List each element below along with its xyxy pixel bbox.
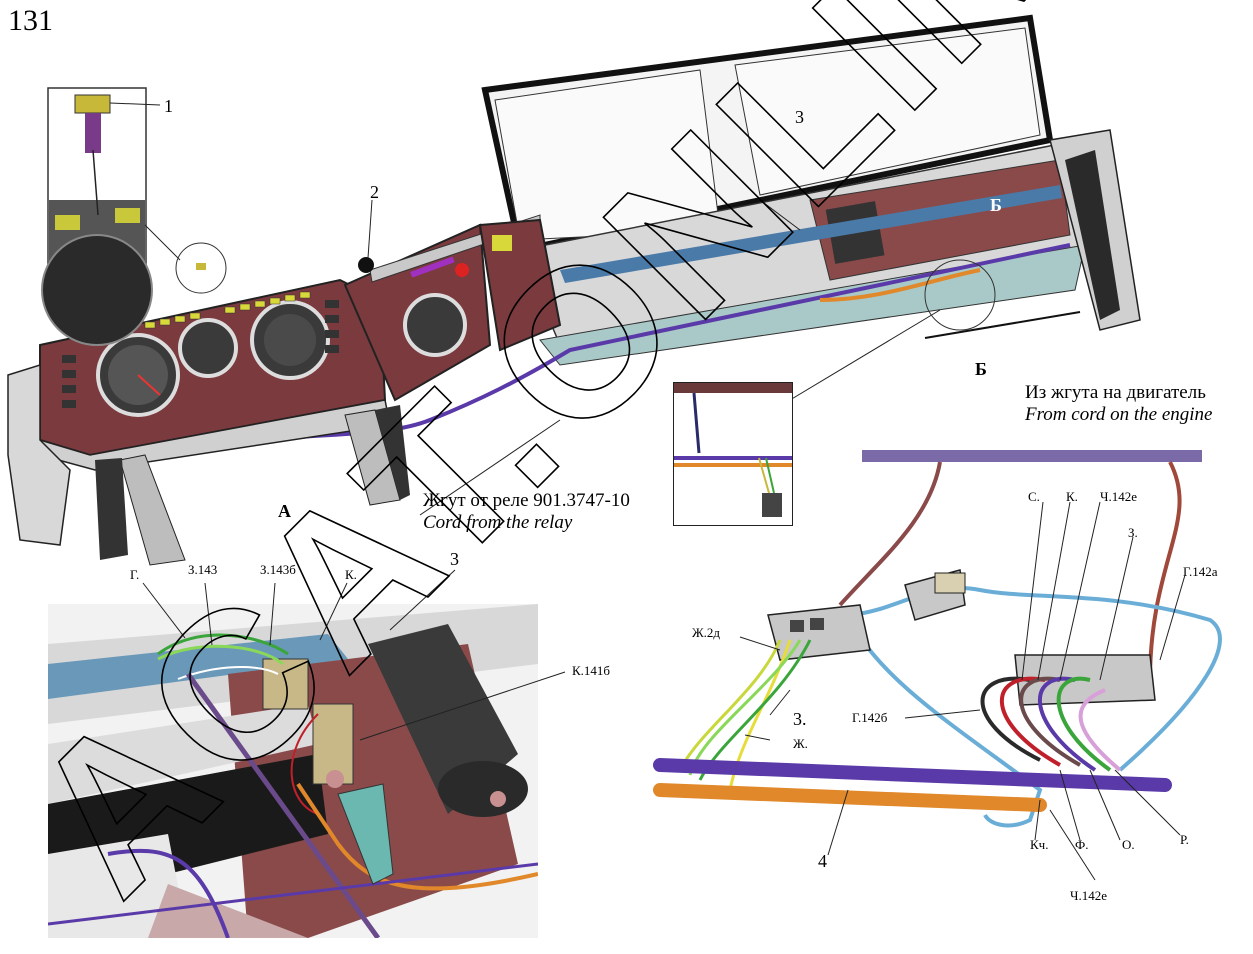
view-a-label-k: К. [345, 567, 357, 582]
engine-caption-ru: Из жгута на двигатель [1025, 382, 1206, 403]
view-b-label-z: З. [1128, 525, 1138, 540]
view-b-label: Б [975, 359, 987, 379]
engine-caption-en: From cord on the engine [1025, 403, 1213, 425]
engine-caption: Из жгута на двигатель From cord on the e… [1025, 382, 1213, 426]
view-a-detail [48, 604, 538, 938]
view-a-label-z143: З.143 [188, 562, 218, 577]
view-b-label-s: С. [1028, 489, 1040, 504]
view-b-label-g142b: Г.142б [852, 710, 888, 725]
view-a-label-k141b: К.141б [572, 663, 611, 678]
relay-caption-ru: Жгут от реле 901.3747-10 [423, 490, 630, 511]
view-a-label: А [278, 501, 291, 521]
view-b-label-zh: Ж. [793, 736, 808, 751]
view-b-label-k: К. [1066, 489, 1078, 504]
view-b-label-zh2d: Ж.2д [692, 625, 721, 640]
view-b-callout-4: 4 [818, 851, 827, 871]
view-a-callout-3: 3 [450, 549, 459, 569]
view-b-label-kch: Кч. [1030, 837, 1049, 852]
view-b-label-r: Р. [1180, 832, 1189, 847]
view-b-label-ch142e-top: Ч.142е [1100, 489, 1137, 504]
relay-detail-inset [673, 382, 793, 526]
view-b-marker: Б [990, 195, 1002, 215]
view-a-label-g: Г. [130, 567, 140, 582]
view-b-label-z3: 3. [793, 709, 807, 729]
view-a-label-z143b: З.143б [260, 562, 296, 577]
view-b-label-ch142e-bottom: Ч.142е [1070, 888, 1107, 903]
callout-3: 3 [795, 107, 804, 127]
relay-caption: Жгут от реле 901.3747-10 Cord from the r… [423, 490, 630, 534]
callout-1: 1 [164, 96, 173, 116]
callout-2: 2 [370, 182, 379, 202]
view-b-label-g142a: Г.142а [1183, 564, 1218, 579]
page-number: 131 [8, 4, 53, 37]
view-b-label-f: Ф. [1075, 837, 1089, 852]
view-b-label-o: О. [1122, 837, 1135, 852]
relay-caption-en: Cord from the relay [423, 511, 573, 533]
